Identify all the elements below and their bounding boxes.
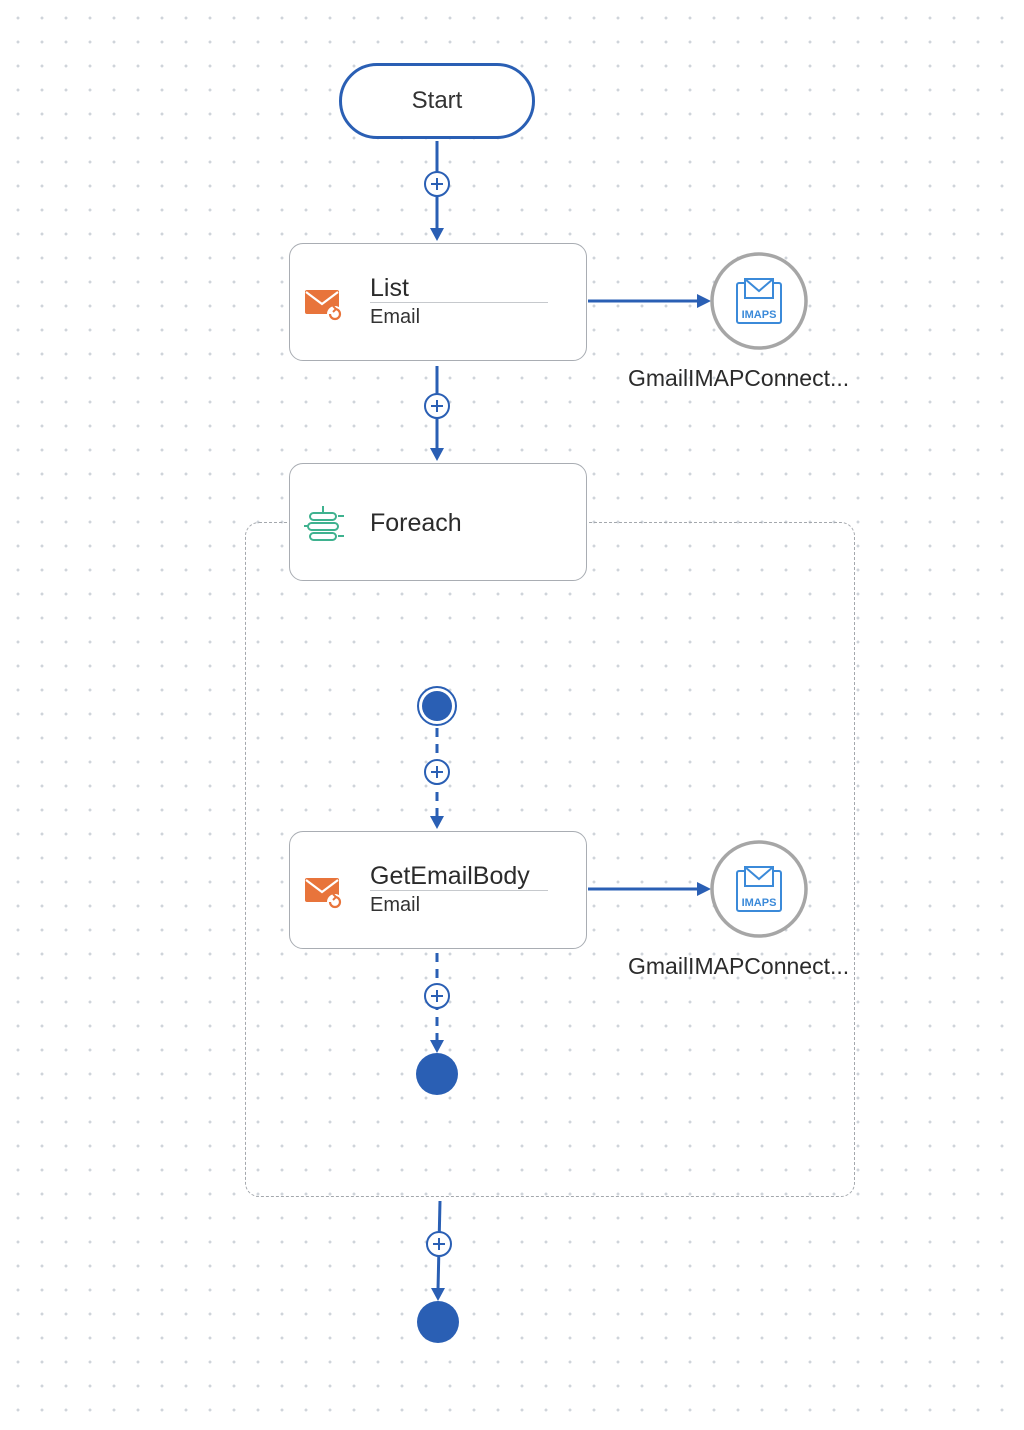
- start-node[interactable]: Start: [339, 63, 535, 139]
- connection-node-getemailbody[interactable]: IMAPS: [710, 840, 808, 938]
- add-step-button[interactable]: [424, 983, 450, 1009]
- add-step-button[interactable]: [424, 171, 450, 197]
- loop-start-node[interactable]: [417, 686, 457, 726]
- connection-label: GmailIMAPConnect...: [628, 953, 850, 979]
- foreach-icon: [304, 506, 344, 541]
- getemailbody-email-node[interactable]: GetEmailBody Email: [289, 831, 587, 949]
- start-label: Start: [411, 87, 463, 114]
- imaps-icon: IMAPS: [736, 278, 782, 324]
- connector-list-to-connection: [588, 294, 711, 308]
- add-step-button[interactable]: [426, 1231, 452, 1257]
- add-step-button[interactable]: [424, 393, 450, 419]
- loop-end-node[interactable]: [416, 1053, 458, 1095]
- node-subtitle: Email: [370, 306, 421, 328]
- svg-text:IMAPS: IMAPS: [742, 309, 777, 321]
- connection-node-list[interactable]: IMAPS: [710, 252, 808, 350]
- node-title: Foreach: [370, 509, 462, 537]
- email-action-icon: [305, 878, 343, 910]
- node-title: List: [370, 274, 548, 303]
- list-email-node[interactable]: List Email: [289, 243, 587, 361]
- connection-label: GmailIMAPConnect...: [628, 365, 850, 391]
- email-action-icon: [305, 290, 343, 322]
- node-title: GetEmailBody: [370, 862, 548, 891]
- add-step-button[interactable]: [424, 759, 450, 785]
- imaps-icon: IMAPS: [736, 866, 782, 912]
- node-subtitle: Email: [370, 894, 421, 916]
- svg-text:IMAPS: IMAPS: [742, 897, 777, 909]
- flow-end-node[interactable]: [417, 1301, 459, 1343]
- foreach-node[interactable]: Foreach: [289, 463, 587, 581]
